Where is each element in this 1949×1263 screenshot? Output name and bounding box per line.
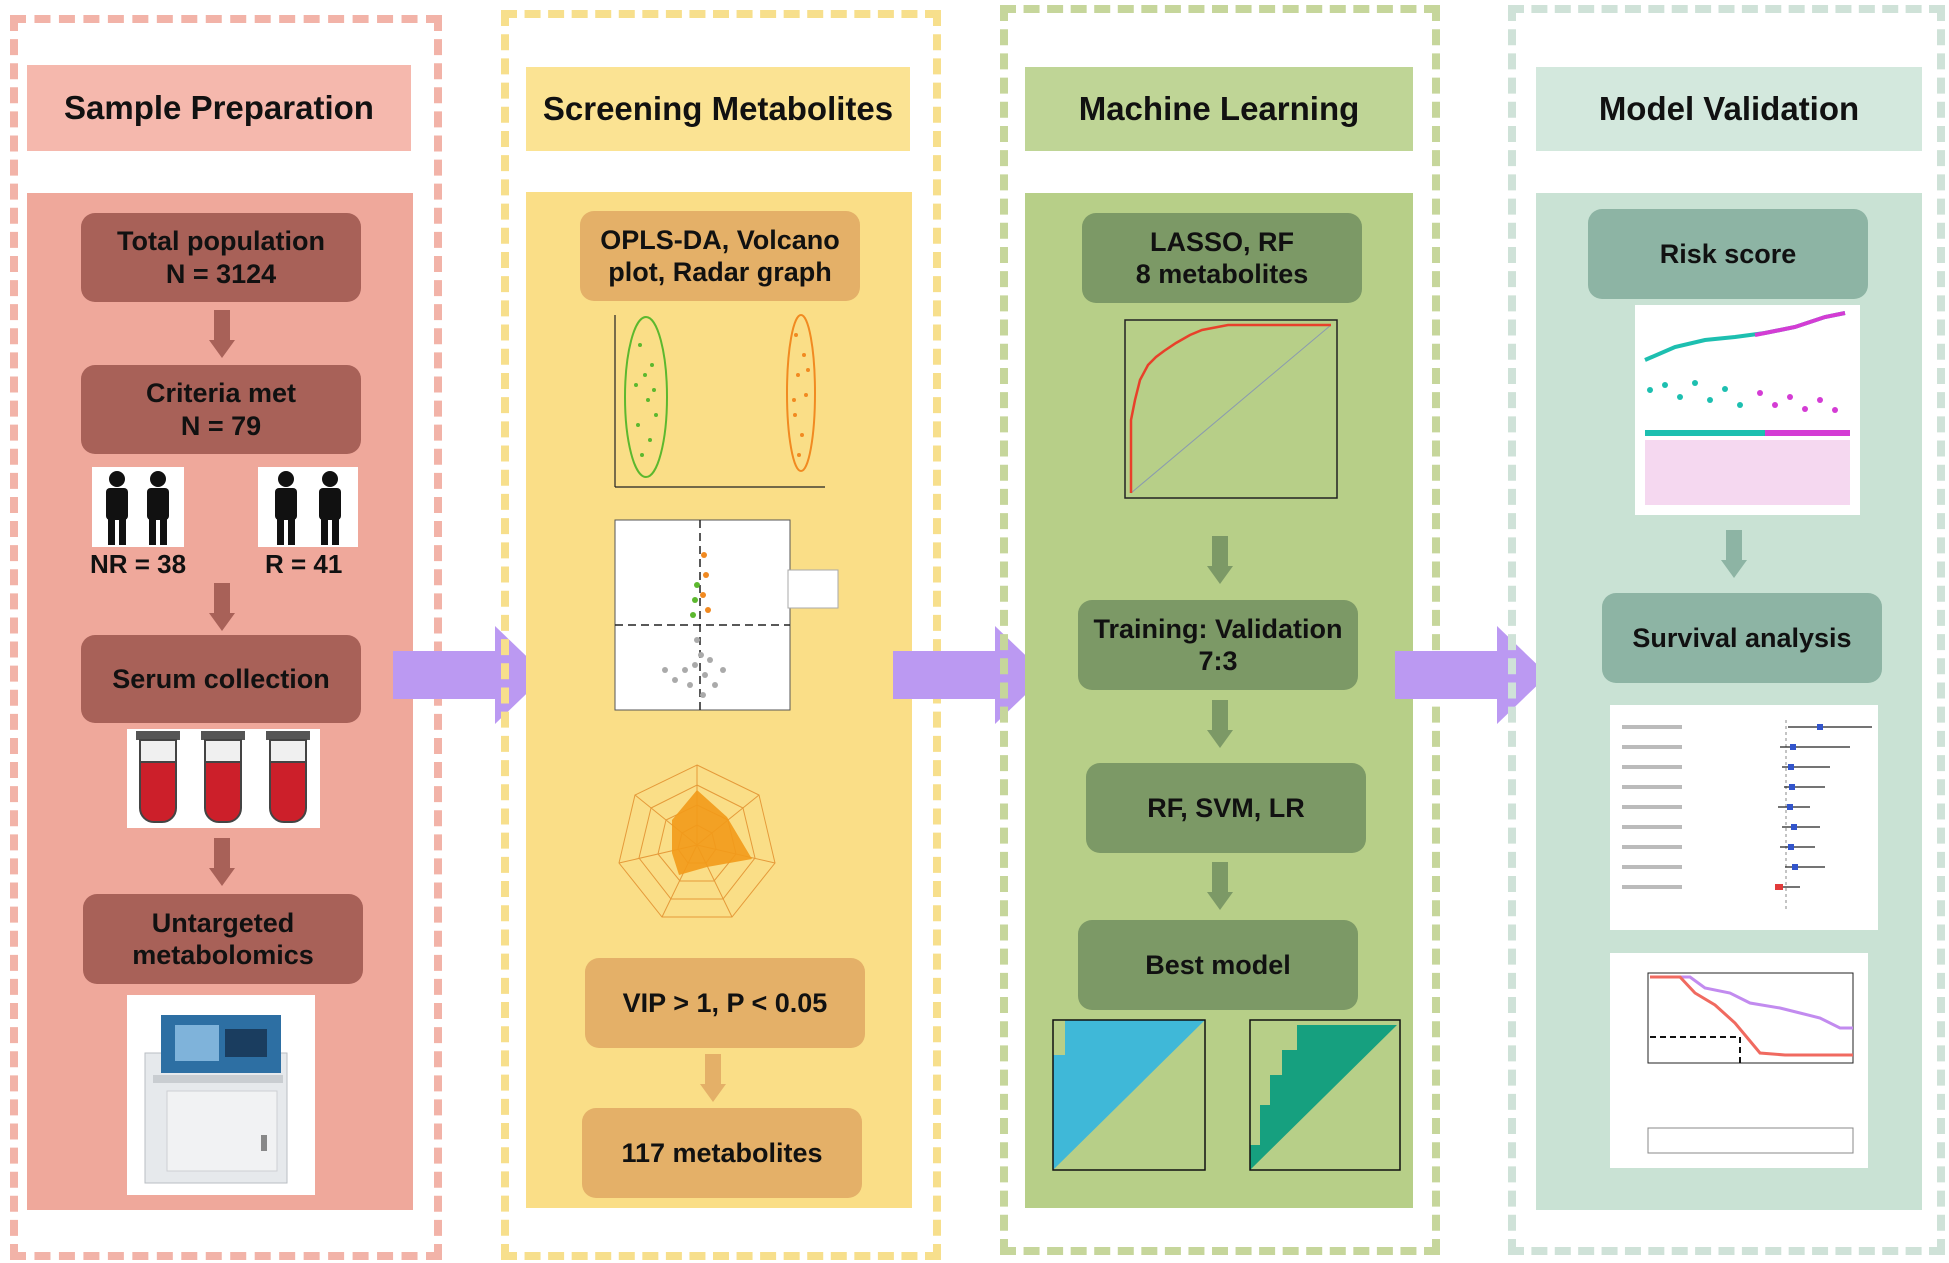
validation-header: Model Validation — [1536, 67, 1922, 151]
risk-score-plot — [1635, 305, 1860, 515]
lasso-rf-box: LASSO, RF 8 metabolites — [1082, 213, 1362, 303]
vip-criteria-box: VIP > 1, P < 0.05 — [585, 958, 865, 1048]
untargeted-metabolomics-box: Untargeted metabolomics — [83, 894, 363, 984]
risk-score-box: Risk score — [1588, 209, 1868, 299]
radar-chart — [585, 745, 845, 950]
people-icon-r — [258, 467, 358, 547]
metabolites-count-box: 117 metabolites — [582, 1108, 862, 1198]
validation-frame — [1508, 5, 1945, 1255]
volcano-plot — [605, 515, 845, 725]
kaplan-meier-plot — [1610, 953, 1868, 1168]
arrow-down-8 — [1207, 862, 1233, 910]
screening-header: Screening Metabolites — [526, 67, 910, 151]
screening-frame — [501, 10, 941, 1260]
arrow-down-2 — [209, 583, 235, 631]
arrow-down-5 — [700, 1054, 726, 1102]
mass-spectrometer-image — [127, 995, 315, 1195]
arrow-down-9 — [1721, 530, 1747, 578]
arrow-down-1 — [209, 310, 235, 358]
arrow-down-7 — [1207, 700, 1233, 748]
methods-box: OPLS-DA, Volcano plot, Radar graph — [580, 211, 860, 301]
people-icon-nr — [92, 467, 184, 547]
survival-analysis-box: Survival analysis — [1602, 593, 1882, 683]
roc-curve-plot — [1098, 305, 1348, 525]
training-validation-box: Training: Validation 7:3 — [1078, 600, 1358, 690]
roc-plot-training — [1035, 1015, 1210, 1195]
arrow-down-3 — [209, 838, 235, 886]
criteria-met-box: Criteria met N = 79 — [81, 365, 361, 454]
arrow-down-6 — [1207, 536, 1233, 584]
sample-prep-header: Sample Preparation — [27, 65, 411, 151]
models-box: RF, SVM, LR — [1086, 763, 1366, 853]
r-group-label: R = 41 — [265, 549, 343, 579]
blood-tubes-icon — [127, 729, 320, 828]
forest-plot — [1610, 705, 1878, 930]
best-model-box: Best model — [1078, 920, 1358, 1010]
roc-plot-validation — [1232, 1015, 1407, 1195]
opls-da-plot — [590, 305, 840, 505]
total-population-box: Total population N = 3124 — [81, 213, 361, 302]
ml-frame — [1000, 5, 1440, 1255]
serum-collection-box: Serum collection — [81, 635, 361, 723]
nr-group-label: NR = 38 — [90, 549, 187, 579]
ml-header: Machine Learning — [1025, 67, 1413, 151]
sample-prep-frame — [10, 15, 442, 1260]
